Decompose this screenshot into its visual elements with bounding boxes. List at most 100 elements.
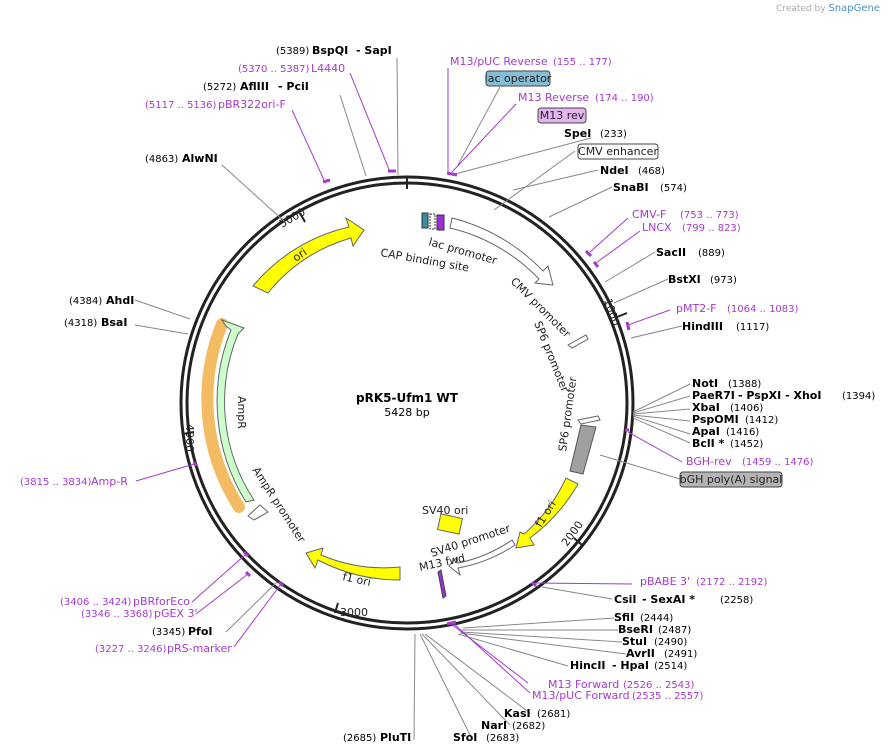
primer-pbabe-3[interactable]: pBABE 3' (2172 .. 2192) [640,575,768,588]
enzyme-pspomi[interactable]: PspOMI (1412) [692,413,778,426]
primer-pmt2-f-name: pMT2-F [676,302,717,315]
enzyme-snabi-pos: (574) [660,183,687,194]
enzyme-paer7i[interactable]: PaeR7I - PspXI - XhoI (1394) [692,389,875,402]
enzyme-xbai[interactable]: XbaI (1406) [692,401,763,414]
feature-ampr-promoter[interactable]: AmpR promoter [247,465,308,546]
primer-m13-puc-forward-range: (2535 .. 2557) [632,691,704,702]
enzyme-paer7i-name: PaeR7I [692,389,735,402]
enzyme-csii-pos: (2258) [720,595,753,606]
enzyme-nari-name: NarI [481,719,507,732]
snapgene-brand: Created by SnapGene [776,3,880,14]
feature-cmv-promoter[interactable]: CMV promoter [449,217,573,340]
enzyme-sfii-name: SfiI [614,611,634,624]
feature-lac-block[interactable]: lac promoter CAP binding site [379,212,499,275]
enzyme-avrii[interactable]: AvrII (2491) [626,647,697,660]
primer-m13-forward-name: M13 Forward [548,678,619,691]
primer-pbabe-3-name: pBABE 3' [640,575,690,588]
feature-label-sv40-ori: SV40 ori [422,504,468,517]
enzyme-spei-pos: (233) [600,129,627,140]
enzyme-hincii-extra: - HpaI [612,659,649,672]
enzyme-bseri[interactable]: BseRI (2487) [618,623,691,636]
primer-pgex-3[interactable]: (3346 .. 3368) pGEX 3' [81,607,198,620]
enzyme-alwni[interactable]: (4863) AlwNI [145,152,218,165]
primer-m13-forward[interactable]: M13 Forward (2526 .. 2543) [548,678,695,691]
primer-bgh-rev-name: BGH-rev [686,455,732,468]
enzyme-bcli[interactable]: BclI * (1452) [692,437,763,450]
primer-amp-r[interactable]: (3815 .. 3834) Amp-R [20,475,128,488]
feature-f1-ori-lower[interactable]: f1 ori [305,547,401,589]
primer-pmt2-f[interactable]: pMT2-F (1064 .. 1083) [676,302,799,315]
enzyme-hincii[interactable]: HincII - HpaI (2514) [570,659,687,672]
feature-sv40-ori[interactable]: SV40 ori [422,504,468,535]
box-m13-rev[interactable]: M13 rev [537,107,587,124]
primer-pbr322ori-f-name: pBR322ori-F [218,98,286,111]
enzyme-sfoi[interactable]: SfoI (2683) [453,731,519,744]
feature-bgh-polya-arc[interactable] [569,424,597,475]
enzyme-ahdi[interactable]: (4384) AhdI [69,294,134,307]
feature-ampr[interactable]: AmpR [201,318,255,513]
primer-l4440[interactable]: (5370 .. 5387) L4440 [238,62,345,75]
primer-lncx-name: LNCX [642,221,672,234]
enzyme-kasi-name: KasI [504,707,531,720]
enzyme-avrii-name: AvrII [626,647,655,660]
box-label-m13-rev: M13 rev [540,109,585,122]
box-lac-operator[interactable]: lac operator [485,70,552,87]
enzyme-snabi-name: SnaBI [613,181,649,194]
enzyme-afliii[interactable]: (5272) AflIII - PciI [203,80,309,93]
enzyme-ndei[interactable]: NdeI (468) [600,164,665,177]
enzyme-spei-name: SpeI [564,127,591,140]
primer-pbrforeco[interactable]: (3406 .. 3424) pBRforEco [60,595,190,608]
enzyme-pfoi[interactable]: (3345) PfoI [152,625,213,638]
enzyme-sfii[interactable]: SfiI (2444) [614,611,673,624]
enzyme-sfoi-name: SfoI [453,731,477,744]
primer-m13-puc-reverse-range: (155 .. 177) [553,57,612,68]
primer-m13-reverse[interactable]: M13 Reverse (174 .. 190) [518,91,654,104]
enzyme-pluti[interactable]: (2685) PluTI [343,731,411,744]
primer-lncx[interactable]: LNCX (799 .. 823) [642,221,741,234]
enzyme-pluti-pos: (2685) [343,733,376,744]
enzyme-snabi[interactable]: SnaBI (574) [613,181,687,194]
leader-lines [134,57,691,741]
primer-m13-puc-reverse[interactable]: M13/pUC Reverse (155 .. 177) [450,55,612,68]
box-cmv-enhancer[interactable]: CMV enhancer [577,143,659,160]
enzyme-noti[interactable]: NotI (1388) [692,377,761,390]
backbone-ticks [182,177,628,614]
enzyme-bstxi[interactable]: BstXI (973) [668,273,737,286]
feature-label-ampr: AmpR [235,396,248,429]
enzyme-pspomi-name: PspOMI [692,413,739,426]
enzyme-stui-name: StuI [622,635,647,648]
primer-pgex-3-range: (3346 .. 3368) [81,609,153,620]
enzyme-nari-pos: (2682) [512,721,545,732]
enzyme-alwni-pos: (4863) [145,154,178,165]
enzyme-bcli-name: BclI * [692,437,725,450]
primer-pbabe-3-range: (2172 .. 2192) [696,577,768,588]
brand-prefix: Created by [776,4,826,14]
box-label-bgh-polya: bGH poly(A) signal [680,473,783,486]
enzyme-paer7i-extra: - PspXI - XhoI [738,389,821,402]
enzyme-bspqi[interactable]: (5389) BspQI - SapI [276,44,392,57]
primer-pbr322ori-f[interactable]: (5117 .. 5136) pBR322ori-F [145,98,286,111]
box-label-lac-operator: lac operator [485,72,552,85]
enzyme-csii[interactable]: CsiI - SexAI * (2258) [614,593,753,606]
enzyme-stui[interactable]: StuI (2490) [622,635,687,648]
enzyme-ndei-name: NdeI [600,164,629,177]
enzyme-bstxi-name: BstXI [668,273,701,286]
primer-pbr322ori-f-range: (5117 .. 5136) [145,100,217,111]
enzyme-bcli-pos: (1452) [730,439,763,450]
enzyme-hindiii-pos: (1117) [736,322,769,333]
enzyme-sacii[interactable]: SacII (889) [656,246,725,259]
enzyme-bsai[interactable]: (4318) BsaI [64,316,127,329]
primer-amp-r-range: (3815 .. 3834) [20,477,92,488]
primer-bgh-rev[interactable]: BGH-rev (1459 .. 1476) [686,455,814,468]
box-bgh-polya[interactable]: bGH poly(A) signal [679,471,783,488]
enzyme-spei[interactable]: SpeI (233) [564,127,627,140]
enzyme-kasi[interactable]: KasI (2681) [504,707,570,720]
enzyme-hindiii[interactable]: HindIII (1117) [682,320,769,333]
enzyme-bspqi-pos: (5389) [276,46,309,57]
primer-m13-puc-forward[interactable]: M13/pUC Forward (2535 .. 2557) [532,689,704,702]
enzyme-nari[interactable]: NarI (2682) [481,719,545,732]
primer-prs-marker[interactable]: (3227 .. 3246) pRS-marker [95,642,232,655]
primer-cmv-f[interactable]: CMV-F (753 .. 773) [632,208,739,221]
feature-label-ampr-promoter: AmpR promoter [249,465,308,546]
enzyme-apai[interactable]: ApaI (1416) [692,425,759,438]
